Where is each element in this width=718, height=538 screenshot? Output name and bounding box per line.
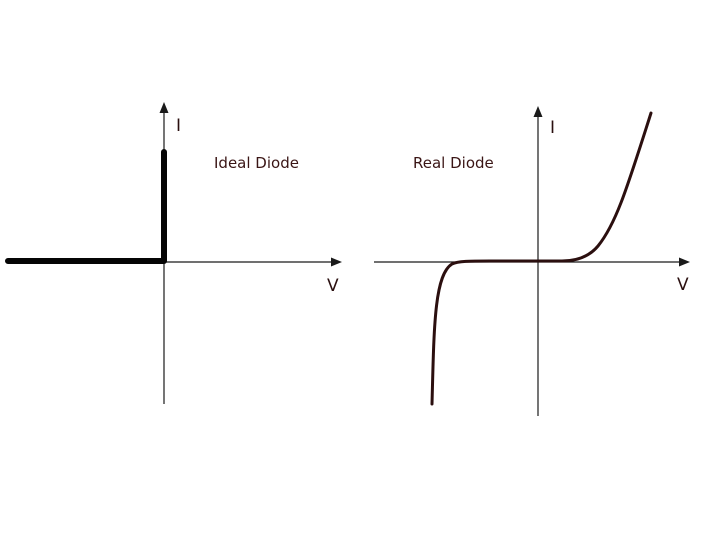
real-diode-title: Real Diode bbox=[413, 154, 494, 172]
ideal-y-axis-arrowhead bbox=[159, 102, 169, 113]
ideal-diode-title: Ideal Diode bbox=[214, 154, 299, 172]
real-x-axis-arrowhead bbox=[679, 257, 690, 267]
real-y-axis-arrowhead bbox=[533, 106, 543, 117]
ideal-x-axis-label: V bbox=[327, 276, 339, 296]
ideal-x-axis-arrowhead bbox=[331, 257, 342, 267]
real-x-axis-label: V bbox=[677, 275, 689, 295]
real-y-axis-label: I bbox=[550, 118, 555, 138]
ideal-y-axis-label: I bbox=[176, 116, 181, 136]
ideal-diode-curve bbox=[5, 149, 167, 264]
ideal-diode-panel: Ideal Diode I V bbox=[5, 102, 342, 404]
real-diode-curve bbox=[430, 111, 653, 406]
real-diode-panel: Real Diode I V bbox=[374, 106, 690, 416]
